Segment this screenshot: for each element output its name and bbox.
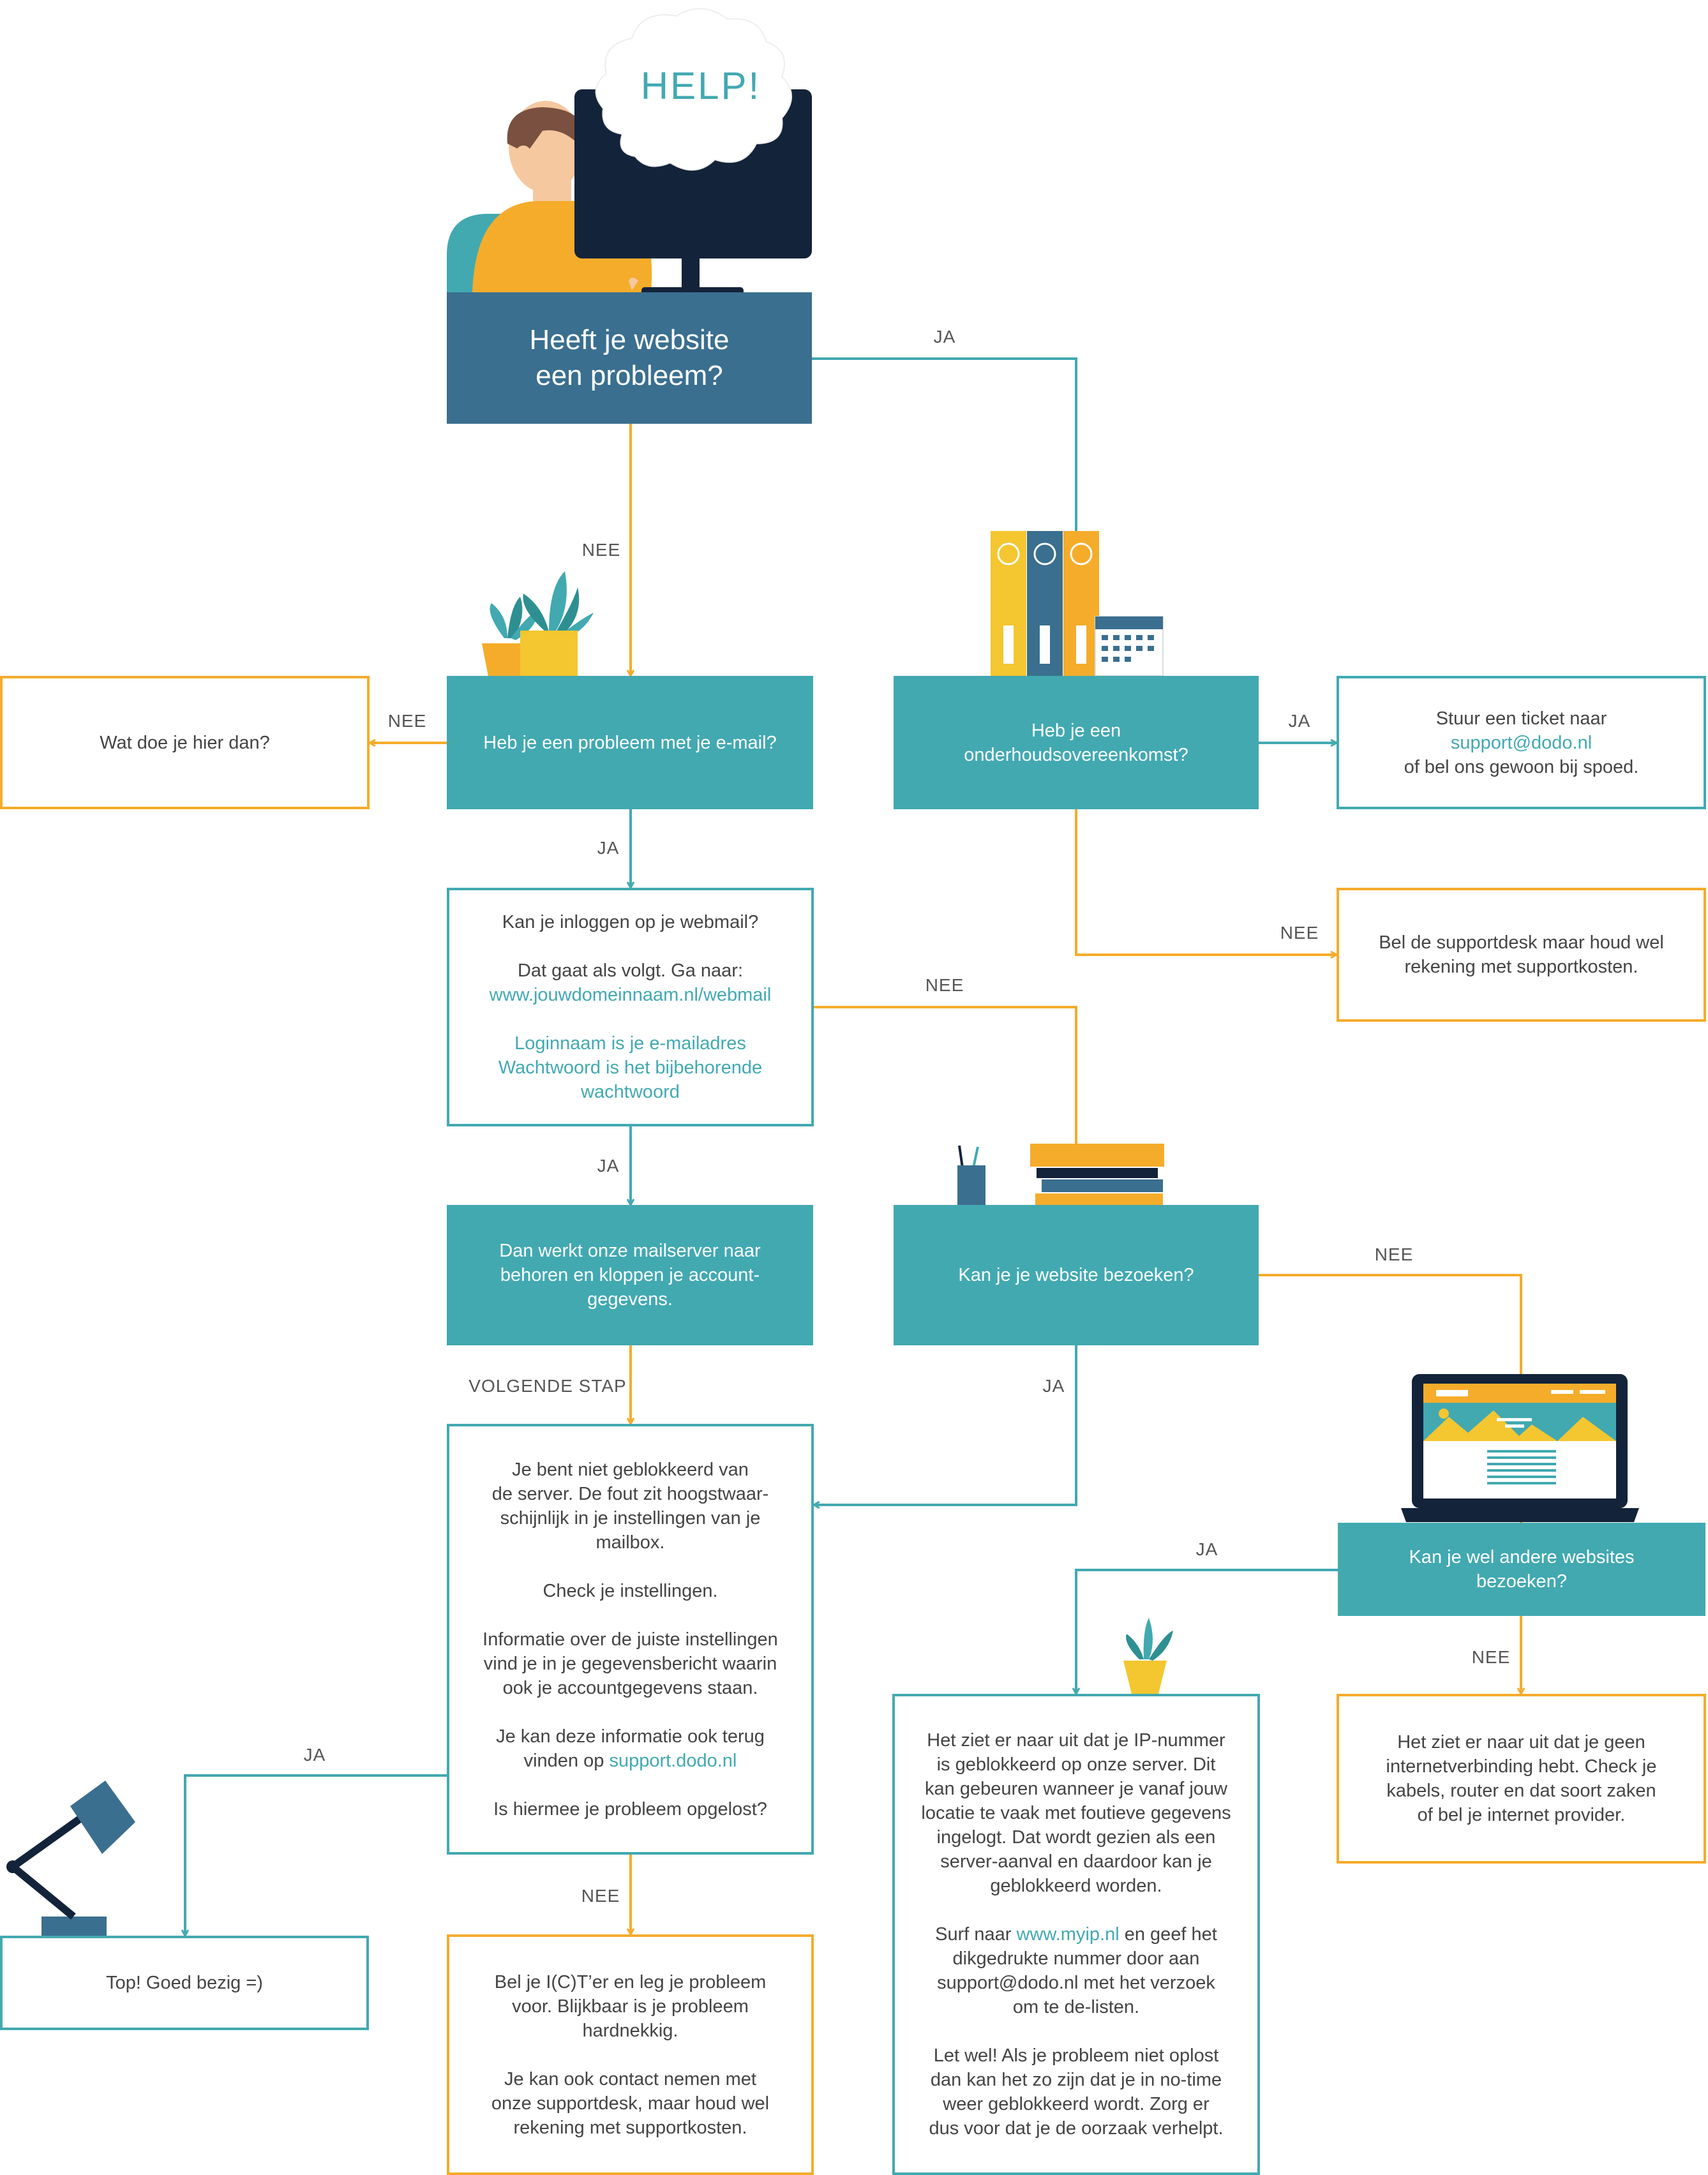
binders-illustration	[991, 531, 1164, 676]
ip-p2-post: en geef het dikgedrukte nummer door aan …	[937, 1924, 1217, 2017]
label-nee-other: NEE	[1471, 1647, 1511, 1667]
ip-p3: Let wel! Als je probleem niet oplost dan…	[929, 2045, 1224, 2139]
blocked-p2: Check je instellingen.	[543, 1580, 718, 1601]
label-nee-visit: NEE	[1374, 1244, 1414, 1264]
mailserver-text: Dan werkt onze mailserver naar behoren e…	[499, 1241, 761, 1310]
label-nee-start: NEE	[581, 540, 621, 560]
label-ja-webmail: JA	[597, 1156, 620, 1176]
label-ja-other: JA	[1195, 1539, 1218, 1559]
ict-box: Bel je I(C)T’er en leg je probleem voor.…	[447, 1934, 814, 2175]
ticket-line2: of bel ons gewoon bij spoed.	[1404, 756, 1639, 777]
label-nee-what: NEE	[387, 711, 427, 731]
ict-p2: Je kan ook contact nemen met onze suppor…	[491, 2068, 770, 2138]
support-site-link[interactable]: support.dodo.nl	[609, 1750, 737, 1771]
label-ja-email: JA	[597, 838, 620, 858]
desk-lamp-illustration	[6, 1781, 135, 1937]
label-nee-support: NEE	[1280, 923, 1319, 943]
blocked-p4-text: Je kan deze informatie ook terug vinden …	[496, 1726, 765, 1771]
ip-p1: Het ziet er naar uit dat je IP-nummer is…	[921, 1730, 1231, 1896]
maintenance-question-box: Heb je een onderhoudsovereenkomst?	[894, 676, 1259, 809]
ticket-line1: Stuur een ticket naar	[1435, 708, 1607, 729]
help-text: HELP!	[640, 64, 761, 107]
label-ja-top: JA	[933, 327, 956, 347]
email-question-text: Heb je een probleem met je e-mail?	[483, 732, 777, 753]
myip-link[interactable]: www.myip.nl	[1016, 1924, 1120, 1945]
visit-question-text: Kan je je website bezoeken?	[958, 1265, 1194, 1285]
label-ja-visit: JA	[1042, 1376, 1065, 1396]
no-internet-box: Het ziet er naar uit dat je geen interne…	[1337, 1694, 1706, 1864]
connector-visit-ja	[814, 1345, 1077, 1505]
blocked-p1: Je bent niet geblokkeerd van de server. …	[491, 1459, 769, 1553]
start-question-text: Heeft je website een probleem?	[529, 324, 730, 391]
webmail-url-link[interactable]: www.jouwdomeinnaam.nl/webmail	[489, 985, 772, 1005]
no-internet-text: Het ziet er naar uit dat je geen interne…	[1386, 1732, 1657, 1825]
other-sites-question-text: Kan je wel andere websites bezoeken?	[1409, 1547, 1635, 1592]
ticket-text: Stuur een ticket naar support@dodo.nl	[1365, 706, 1678, 755]
blocked-p3: Informatie over de juiste instellingen v…	[483, 1629, 778, 1698]
blocked-server-box: Je bent niet geblokkeerd van de server. …	[447, 1424, 814, 1855]
webmail-question: Kan je inloggen op je webmail?	[502, 912, 759, 932]
webmail-how: Dat gaat als volgt. Ga naar:	[517, 960, 744, 981]
top-text: Top! Goed bezig =)	[106, 1973, 263, 1993]
ticket-box: Stuur een ticket naar support@dodo.nl of…	[1337, 676, 1706, 809]
connector-maintenance-nee	[1075, 809, 1337, 955]
email-question-box: Heb je een probleem met je e-mail?	[447, 676, 813, 809]
supportdesk-box: Bel de supportdesk maar houd wel rekenin…	[1337, 888, 1706, 1022]
webmail-credentials: Loginnaam is je e-mailadres Wachtwoord i…	[498, 1033, 763, 1102]
label-nee-webmail: NEE	[925, 975, 964, 995]
laptop-illustration	[1401, 1374, 1639, 1522]
ip-blocked-box: Het ziet er naar uit dat je IP-nummer is…	[892, 1694, 1260, 2175]
visit-question-box: Kan je je website bezoeken?	[894, 1205, 1259, 1345]
connector-blocked-ja	[185, 1774, 447, 1936]
other-sites-question-box: Kan je wel andere websites bezoeken?	[1338, 1523, 1705, 1616]
connector-webmail-nee	[813, 1006, 1077, 1145]
blocked-p4: Je kan deze informatie ook terug vinden …	[496, 1724, 765, 1773]
mailserver-box: Dan werkt onze mailserver naar behoren e…	[447, 1205, 813, 1345]
potted-plants-illustration	[482, 571, 594, 676]
what-text: Wat doe je hier dan?	[100, 732, 270, 753]
label-nee-final: NEE	[581, 1886, 620, 1906]
support-email-link[interactable]: support@dodo.nl	[1450, 732, 1592, 753]
blocked-p5: Is hiermee je probleem opgelost?	[493, 1798, 767, 1820]
top-box: Top! Goed bezig =)	[0, 1936, 369, 2030]
supportdesk-text: Bel de supportdesk maar houd wel rekenin…	[1379, 932, 1664, 977]
webmail-box: Kan je inloggen op je webmail? Dat gaat …	[447, 888, 814, 1126]
help-cloud-icon	[595, 8, 792, 171]
label-volgende-stap: VOLGENDE STAP	[468, 1376, 627, 1396]
books-and-pens-illustration	[957, 1144, 1164, 1205]
connector-other-ja	[1076, 1569, 1338, 1694]
start-question-box: Heeft je website een probleem?	[447, 292, 812, 424]
label-ja-top-result: JA	[303, 1745, 326, 1765]
label-ja-ticket: JA	[1288, 711, 1311, 731]
what-box: Wat doe je hier dan?	[0, 676, 370, 809]
ip-p2: Surf naar www.myip.nl en geef het dikged…	[935, 1922, 1217, 2019]
maintenance-question-text: Heb je een onderhoudsovereenkomst?	[964, 720, 1188, 765]
small-plant-illustration	[1123, 1618, 1173, 1694]
ip-p2-pre: Surf naar	[935, 1924, 1017, 1945]
connector-start-ja	[812, 357, 1077, 531]
ict-p1: Bel je I(C)T’er en leg je probleem voor.…	[494, 1971, 767, 2041]
